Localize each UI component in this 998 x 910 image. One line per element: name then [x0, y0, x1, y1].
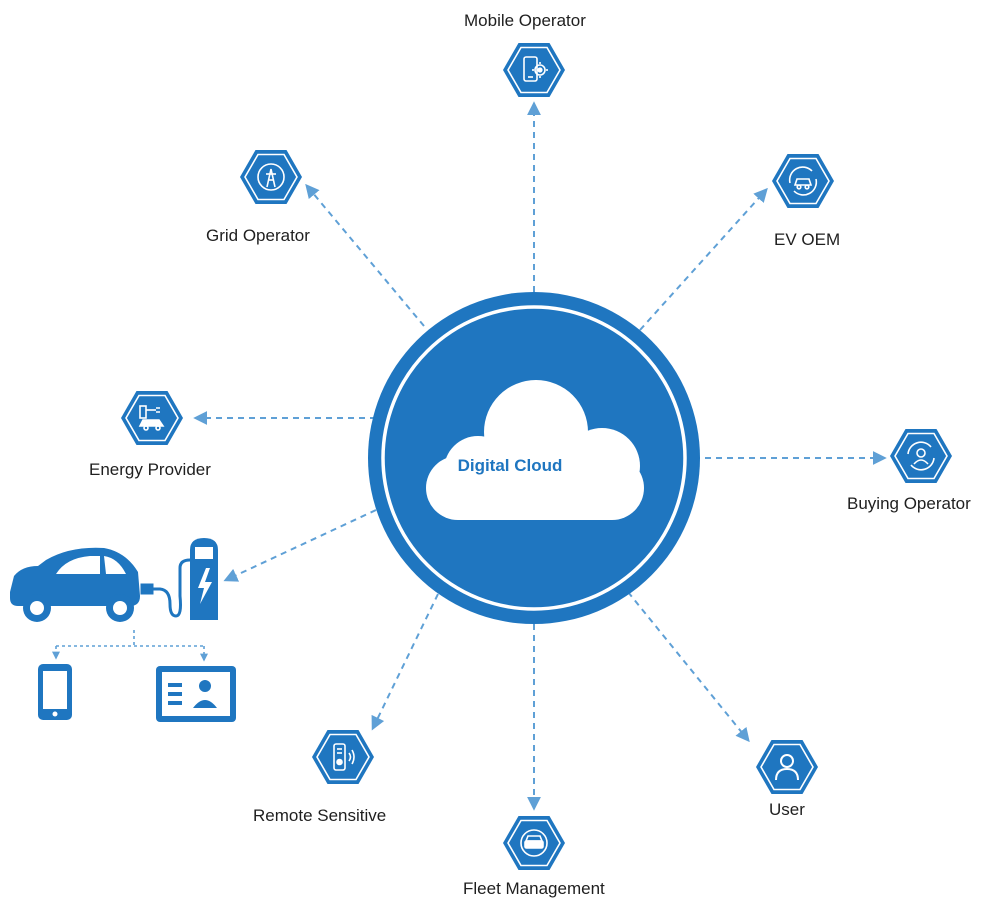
id-card-icon — [156, 666, 236, 722]
person-cycle-icon — [907, 441, 935, 471]
label-mobile-operator: Mobile Operator — [464, 11, 586, 30]
remote-control-icon — [333, 743, 355, 771]
label-energy-provider: Energy Provider — [89, 460, 211, 479]
electric-car-icon — [10, 547, 140, 622]
smartphone-icon — [38, 664, 72, 720]
arrow-to-ev-oem — [639, 187, 768, 331]
node-ev-oem[interactable] — [772, 154, 834, 208]
car-recycle-icon — [788, 166, 818, 196]
node-mobile-operator[interactable] — [503, 43, 565, 97]
smartphone-gear-icon — [523, 56, 548, 82]
node-buying-operator[interactable] — [890, 429, 952, 483]
power-tower-icon — [257, 163, 285, 191]
label-ev-oem: EV OEM — [774, 230, 841, 249]
arrow-to-grid-operator — [305, 183, 425, 327]
label-remote-sensitive: Remote Sensitive — [253, 806, 387, 825]
charging-station-group — [10, 538, 236, 722]
node-grid-operator[interactable] — [240, 150, 302, 204]
arrow-to-remote-sensitive — [371, 593, 439, 731]
label-fleet-management: Fleet Management — [463, 879, 605, 898]
node-fleet-management[interactable] — [503, 816, 565, 870]
node-user[interactable] — [756, 740, 818, 794]
cloud-icon — [426, 380, 644, 520]
arrow-to-charging-station — [223, 509, 377, 582]
charging-cable — [140, 558, 191, 618]
user-icon — [775, 754, 799, 781]
car-front-icon — [520, 829, 548, 857]
charging-car-icon — [138, 405, 165, 431]
charging-station-icon — [190, 538, 218, 620]
digital-cloud-label: Digital Cloud — [457, 456, 563, 475]
digital-cloud-hub — [368, 292, 700, 624]
node-remote-sensitive[interactable] — [312, 730, 374, 784]
device-connectors — [52, 630, 208, 662]
arrow-to-user — [627, 591, 750, 743]
label-buying-operator: Buying Operator — [847, 494, 971, 513]
label-user: User — [769, 800, 805, 819]
label-grid-operator: Grid Operator — [206, 226, 310, 245]
node-energy-provider[interactable] — [121, 391, 183, 445]
connector-lines — [193, 101, 887, 811]
